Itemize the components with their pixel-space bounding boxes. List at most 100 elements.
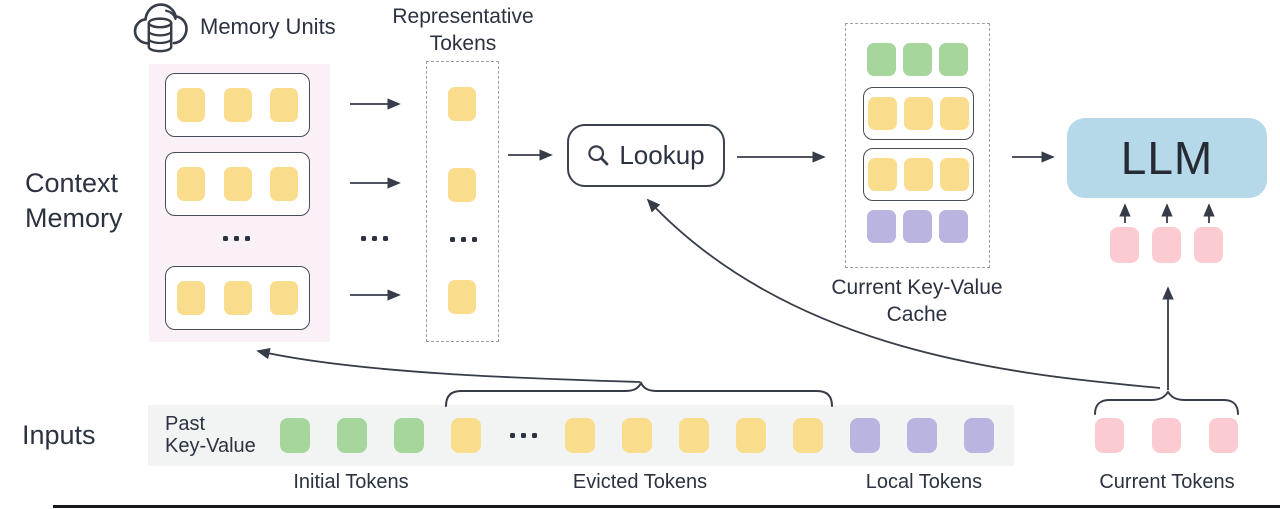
memory-unit-1 xyxy=(165,73,310,137)
yellow-token xyxy=(679,418,709,453)
ellipsis-dot xyxy=(531,433,537,438)
green-token xyxy=(902,43,932,76)
yellow-token xyxy=(448,168,476,202)
yellow-token xyxy=(270,88,298,122)
pink-token xyxy=(1110,227,1139,263)
past-line2: Key-Value xyxy=(165,435,256,457)
pink-token xyxy=(1152,227,1181,263)
ellipsis-dot xyxy=(509,433,515,438)
purple-token xyxy=(938,210,968,243)
representative-tokens-label: Representative Tokens xyxy=(380,3,546,57)
yellow-token xyxy=(223,167,252,201)
ellipsis-dot xyxy=(449,236,455,242)
context-memory-label: Context Memory xyxy=(25,166,123,236)
green-token xyxy=(938,43,968,76)
cache-label-line1: Current Key-Value xyxy=(831,276,1003,299)
yellow-token xyxy=(868,97,897,130)
yellow-token xyxy=(736,418,766,453)
yellow-token xyxy=(448,280,476,314)
ellipsis-dot xyxy=(371,235,377,241)
yellow-token xyxy=(565,418,595,453)
ellipsis-dot xyxy=(244,235,250,241)
purple-token xyxy=(907,418,937,453)
memory-units-label: Memory Units xyxy=(200,14,336,39)
evicted-tokens-label: Evicted Tokens xyxy=(572,471,708,493)
purple-token xyxy=(964,418,994,453)
ellipsis-dot xyxy=(460,236,466,242)
cloud-database-icon xyxy=(130,1,190,54)
yellow-token xyxy=(177,167,205,201)
cache-memory-row-2 xyxy=(863,148,974,201)
bar-token-strip xyxy=(280,418,994,453)
purple-token xyxy=(866,210,896,243)
yellow-token xyxy=(177,88,205,122)
bar-ellipsis-slot xyxy=(508,433,538,438)
ellipsis-dot xyxy=(233,235,239,241)
representative-token-1 xyxy=(448,87,476,121)
cache-memory-row-1-tokens xyxy=(868,97,969,130)
cache-label-line2: Cache xyxy=(886,303,948,326)
yellow-token xyxy=(451,418,481,453)
green-token xyxy=(394,418,424,453)
llm-box: LLM xyxy=(1067,118,1267,198)
past-key-value-label: Past Key-Value xyxy=(165,413,256,457)
yellow-token xyxy=(177,281,205,315)
representative-ellipsis xyxy=(441,234,485,244)
arrow-evicted-to-memory xyxy=(256,347,641,383)
past-key-value-bar: Past Key-Value xyxy=(148,405,1014,466)
inputs-label: Inputs xyxy=(22,418,96,453)
context-memory-line2: Memory xyxy=(25,203,123,233)
lookup-label: Lookup xyxy=(619,140,705,170)
purple-token xyxy=(902,210,932,243)
representative-token-3 xyxy=(448,280,476,314)
cache-memory-row-2-tokens xyxy=(868,158,969,191)
between-ellipsis xyxy=(352,233,396,243)
representative-tokens-box xyxy=(426,61,499,342)
pink-token xyxy=(1194,227,1223,263)
llm-input-tokens xyxy=(1110,227,1223,263)
ellipsis-dot xyxy=(222,235,228,241)
current-tokens-brace xyxy=(1094,390,1239,415)
green-token xyxy=(866,43,896,76)
context-memory-panel xyxy=(149,64,330,342)
bottom-rule xyxy=(53,505,1280,508)
initial-tokens-label: Initial Tokens xyxy=(293,471,409,493)
local-tokens-label: Local Tokens xyxy=(865,471,983,493)
evicted-tokens-left xyxy=(451,418,481,453)
cache-initial-row xyxy=(846,43,988,76)
ellipsis-dot xyxy=(382,235,388,241)
green-token xyxy=(280,418,310,453)
evicted-tokens-brace xyxy=(445,380,833,407)
yellow-token xyxy=(940,97,969,130)
llm-label: LLM xyxy=(1120,132,1214,184)
yellow-token xyxy=(904,158,933,191)
yellow-token xyxy=(940,158,969,191)
cache-memory-row-1 xyxy=(863,87,974,140)
lookup-button: Lookup xyxy=(567,124,725,187)
memory-unit-3 xyxy=(165,266,310,330)
representative-token-2 xyxy=(448,168,476,202)
initial-tokens-group xyxy=(280,418,424,453)
current-kv-cache-label: Current Key-Value Cache xyxy=(822,274,1012,328)
ellipsis-dot xyxy=(520,433,526,438)
yellow-token xyxy=(270,167,298,201)
local-tokens-group xyxy=(850,418,994,453)
memory-units-ellipsis xyxy=(214,233,258,243)
bar-ellipsis xyxy=(509,433,537,438)
current-tokens-label: Current Tokens xyxy=(1099,471,1235,493)
yellow-token xyxy=(793,418,823,453)
past-line1: Past xyxy=(165,413,206,435)
cache-local-row xyxy=(846,210,988,243)
inputs-text: Inputs xyxy=(22,420,96,450)
context-memory-line1: Context xyxy=(25,168,119,198)
representative-line2: Tokens xyxy=(429,32,497,55)
current-tokens-group xyxy=(1095,418,1238,453)
search-icon xyxy=(587,144,610,167)
representative-line1: Representative xyxy=(392,5,534,28)
yellow-token xyxy=(622,418,652,453)
yellow-token xyxy=(270,281,298,315)
yellow-token xyxy=(904,97,933,130)
ellipsis-dot xyxy=(360,235,366,241)
pink-token xyxy=(1095,418,1124,453)
